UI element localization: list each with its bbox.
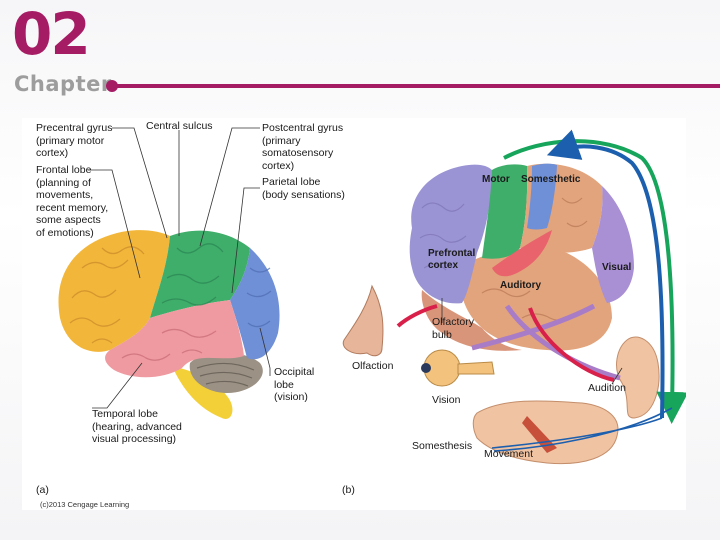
label-audition: Audition [588, 382, 626, 394]
label-olfactory-bulb: Olfactory bulb [432, 316, 475, 341]
prefrontal-b [409, 164, 492, 304]
leader-lines-b [441, 298, 623, 385]
figure-panel: Precentral gyrus (primary motor cortex) … [22, 118, 686, 510]
motor-b [482, 164, 528, 259]
panel-tag-b: (b) [342, 484, 355, 496]
label-somesthesis: Somesthesis [412, 440, 473, 452]
visual-b [592, 186, 634, 303]
somesthetic-blue-arrow [546, 129, 665, 419]
hand-drawing [472, 400, 619, 465]
label-movement: Movement [484, 448, 534, 460]
leader-lines-a [88, 127, 271, 409]
nose-drawing [342, 284, 384, 357]
ear-drawing [616, 336, 660, 419]
vision-arrow [471, 303, 596, 351]
region-auditory: Auditory [500, 280, 542, 291]
header-rule [112, 84, 720, 88]
audition-arrow [504, 304, 621, 381]
figure-artwork [58, 127, 686, 465]
label-postcentral-gyrus: Postcentral gyrus (primary somatosensory… [262, 122, 344, 172]
region-somesthetic: Somesthetic [521, 174, 581, 185]
somesthetic-blue-b [527, 163, 557, 230]
panel-tag-a: (a) [36, 484, 49, 496]
label-olfaction: Olfaction [352, 360, 394, 372]
brain-a [58, 230, 280, 419]
eye-drawing [421, 349, 495, 387]
label-temporal-lobe: Temporal lobe (hearing, advanced visual … [92, 408, 182, 445]
movement-nerves [491, 407, 673, 452]
parietal-lobe [230, 248, 280, 360]
region-prefrontal-cortex: Prefrontal cortex [428, 248, 476, 271]
label-vision: Vision [432, 394, 461, 406]
label-precentral-gyrus: Precentral gyrus (primary motor cortex) [36, 122, 113, 159]
auditory-b [492, 230, 552, 277]
olfaction-arrow [396, 304, 438, 328]
region-visual: Visual [602, 262, 632, 273]
copyright-text: (c)2013 Cengage Learning [40, 500, 130, 509]
chapter-number: 02 [12, 0, 91, 68]
label-frontal-lobe: Frontal lobe (planning of movements, rec… [36, 164, 109, 239]
temporal-lobe [105, 300, 244, 378]
brainstem [172, 366, 233, 419]
brain-lower-b [421, 290, 522, 351]
label-parietal-lobe: Parietal lobe (body sensations) [262, 176, 345, 201]
label-central-sulcus: Central sulcus [146, 120, 213, 132]
region-motor: Motor [482, 174, 510, 185]
brain-b [409, 163, 634, 351]
motor-cortex [150, 230, 250, 318]
auditory-arrow [528, 307, 615, 382]
chapter-title: Chapter [14, 72, 112, 96]
label-occipital-lobe: Occipital lobe (vision) [274, 366, 315, 403]
